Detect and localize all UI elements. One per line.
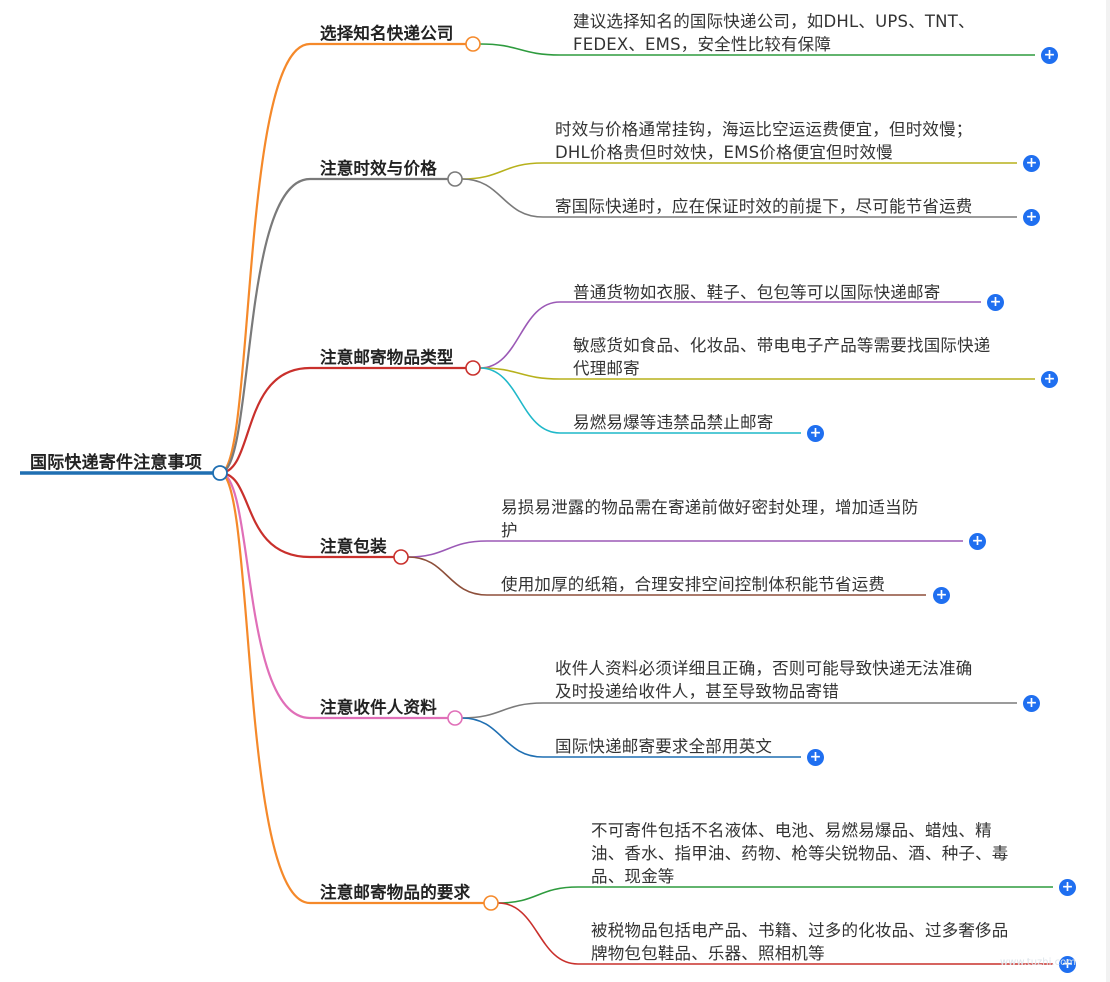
leaf-text: 建议选择知名的国际快递公司，如DHL、UPS、TNT、 FEDEX、EMS，安全性… <box>573 10 975 56</box>
leaf-connector <box>461 717 801 758</box>
branch-node-toggle[interactable] <box>447 710 463 726</box>
leaf-text: 普通货物如衣服、鞋子、包包等可以国际快递邮寄 <box>573 281 940 304</box>
leaf-text: 易燃易爆等违禁品禁止邮寄 <box>573 411 773 434</box>
leaf-text-line: 代理邮寄 <box>573 359 640 378</box>
leaf-text-line: 寄国际快递时，应在保证时效的前提下，尽可能节省运费 <box>555 197 973 216</box>
branch-connector-4 <box>219 471 394 559</box>
leaf-text-line: 国际快递邮寄要求全部用英文 <box>555 737 773 756</box>
leaf-connector <box>479 367 1035 380</box>
leaf-connector <box>461 178 1017 218</box>
leaf-connector <box>407 556 926 596</box>
leaf-text-line: 敏感货如食品、化妆品、带电电子产品等需要找国际快递 <box>573 336 991 355</box>
leaf-text-line: 普通货物如衣服、鞋子、包包等可以国际快递邮寄 <box>573 283 941 302</box>
branch-connector-1 <box>219 42 466 475</box>
branch-label: 注意时效与价格 <box>320 159 437 178</box>
leaf-connector <box>407 540 963 558</box>
leaf-connector <box>497 902 1053 965</box>
expand-button[interactable]: + <box>1059 956 1076 973</box>
branch-connector-5 <box>219 471 448 720</box>
branch-node-toggle[interactable] <box>393 549 409 565</box>
leaf-text-line: 品、现金等 <box>591 867 675 886</box>
leaf-text: 敏感货如食品、化妆品、带电电子产品等需要找国际快递代理邮寄 <box>573 334 991 380</box>
expand-button[interactable]: + <box>987 294 1004 311</box>
branch-label: 选择知名快递公司 <box>320 24 454 43</box>
scrollbar-track <box>1106 0 1110 982</box>
expand-button[interactable]: + <box>1023 155 1040 172</box>
expand-button[interactable]: + <box>969 533 986 550</box>
expand-button[interactable]: + <box>807 425 824 442</box>
watermark: www.tuzhi.com <box>1000 957 1076 968</box>
leaf-text-line: 易损易泄露的物品需在寄递前做好密封处理，增加适当防 <box>501 498 919 517</box>
expand-button[interactable]: + <box>807 749 824 766</box>
leaf-connector <box>461 162 1017 180</box>
leaf-text-line: 时效与价格通常挂钩，海运比空运运费便宜，但时效慢； <box>555 120 973 139</box>
leaf-text-line: FEDEX、EMS，安全性比较有保障 <box>573 35 832 54</box>
branch-node-toggle[interactable] <box>447 171 463 187</box>
expand-button[interactable]: + <box>1041 371 1058 388</box>
leaf-text: 时效与价格通常挂钩，海运比空运运费便宜，但时效慢； DHL价格贵但时效快，EMS价… <box>555 118 973 164</box>
branch-label: 注意收件人资料 <box>320 698 437 717</box>
leaf-text: 国际快递邮寄要求全部用英文 <box>555 735 772 758</box>
branch-connector-6 <box>219 471 484 905</box>
leaf-text-line: 护 <box>501 521 518 540</box>
leaf-text: 使用加厚的纸箱，合理安排空间控制体积能节省运费 <box>501 573 885 596</box>
branch-label: 注意包装 <box>320 537 387 556</box>
leaf-connector <box>479 367 801 434</box>
leaf-text-line: 不可寄件包括不名液体、电池、易燃易爆品、蜡烛、精 <box>591 821 992 840</box>
leaf-text-line: DHL价格贵但时效快，EMS价格便宜但时效慢 <box>555 143 893 162</box>
expand-button[interactable]: + <box>1023 695 1040 712</box>
branch-label: 注意邮寄物品类型 <box>320 348 454 367</box>
leaf-text-line: 牌物包包鞋品、乐器、照相机等 <box>591 944 825 963</box>
leaf-connector <box>479 43 1035 56</box>
leaf-text-line: 油、香水、指甲油、药物、枪等尖锐物品、酒、种子、毒 <box>591 844 1009 863</box>
leaf-text-line: 易燃易爆等违禁品禁止邮寄 <box>573 413 774 432</box>
leaf-text-line: 及时投递给收件人，甚至导致物品寄错 <box>555 682 839 701</box>
leaf-connector <box>461 702 1017 719</box>
branch-connector-3 <box>219 366 466 475</box>
leaf-text-line: 使用加厚的纸箱，合理安排空间控制体积能节省运费 <box>501 575 886 594</box>
expand-button[interactable]: + <box>933 587 950 604</box>
leaf-text: 易损易泄露的物品需在寄递前做好密封处理，增加适当防护 <box>501 496 919 542</box>
branch-node-toggle[interactable] <box>465 360 481 376</box>
expand-button[interactable]: + <box>1023 209 1040 226</box>
branch-node-toggle[interactable] <box>465 36 481 52</box>
leaf-connector <box>479 301 981 369</box>
root-node-toggle[interactable] <box>212 465 228 481</box>
expand-button[interactable]: + <box>1059 879 1076 896</box>
leaf-text: 寄国际快递时，应在保证时效的前提下，尽可能节省运费 <box>555 195 973 218</box>
leaf-text: 不可寄件包括不名液体、电池、易燃易爆品、蜡烛、精油、香水、指甲油、药物、枪等尖锐… <box>591 819 1009 888</box>
branch-node-toggle[interactable] <box>483 895 499 911</box>
leaf-text: 被税物品包括电产品、书籍、过多的化妆品、过多奢侈品牌物包包鞋品、乐器、照相机等 <box>591 919 1009 965</box>
leaf-connector <box>497 886 1053 904</box>
leaf-text: 收件人资料必须详细且正确，否则可能导致快递无法准确及时投递给收件人，甚至导致物品… <box>555 657 973 703</box>
branch-connector-2 <box>219 177 448 475</box>
expand-button[interactable]: + <box>1041 47 1058 64</box>
branch-label: 注意邮寄物品的要求 <box>320 883 471 902</box>
leaf-text-line: 建议选择知名的国际快递公司，如DHL、UPS、TNT、 <box>573 12 975 31</box>
leaf-text-line: 被税物品包括电产品、书籍、过多的化妆品、过多奢侈品 <box>591 921 1009 940</box>
root-label: 国际快递寄件注意事项 <box>30 453 202 473</box>
leaf-text-line: 收件人资料必须详细且正确，否则可能导致快递无法准确 <box>555 659 973 678</box>
